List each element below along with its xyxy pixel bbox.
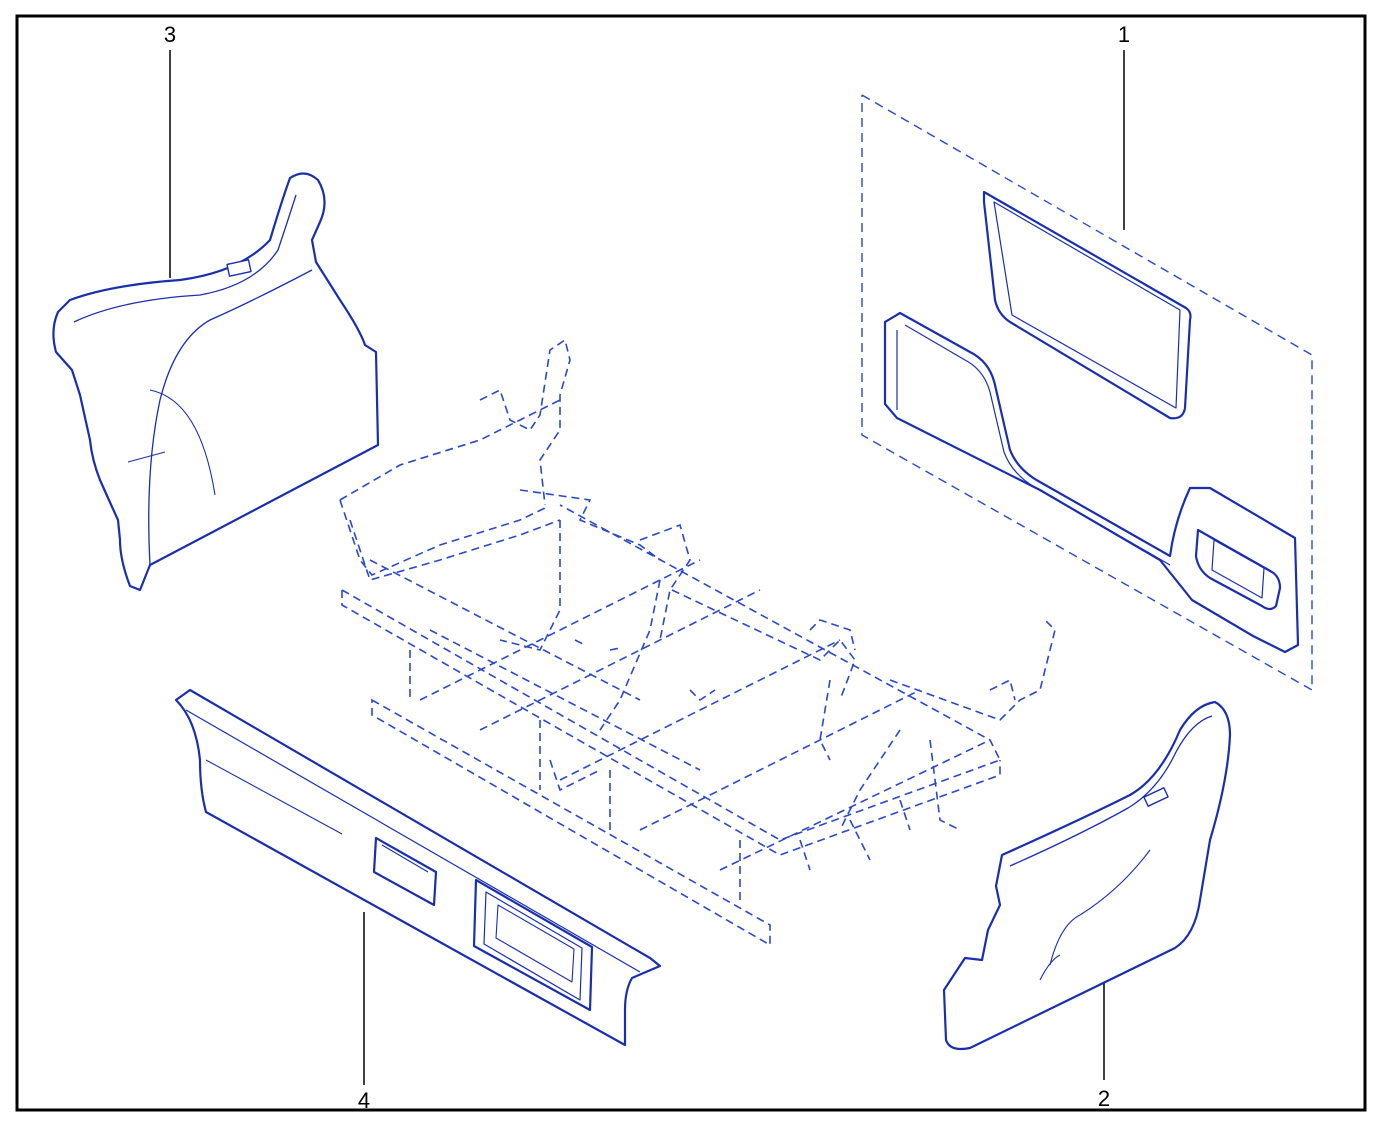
diagram-border	[15, 14, 1367, 1112]
left-side-trim-cover-icon	[52, 172, 380, 592]
right-side-trim-cover-icon	[942, 700, 1232, 1051]
front-trim-panel-icon	[174, 688, 662, 1047]
callout-label-2: 2	[1097, 1086, 1111, 1111]
callout-label-1: 1	[1117, 22, 1131, 47]
callout-label-3: 3	[163, 22, 177, 47]
seat-frame-dashed-outline-icon	[339, 338, 1056, 947]
callout-label-4: 4	[357, 1088, 371, 1113]
door-trim-panel-with-pocket-icon	[861, 94, 1313, 691]
